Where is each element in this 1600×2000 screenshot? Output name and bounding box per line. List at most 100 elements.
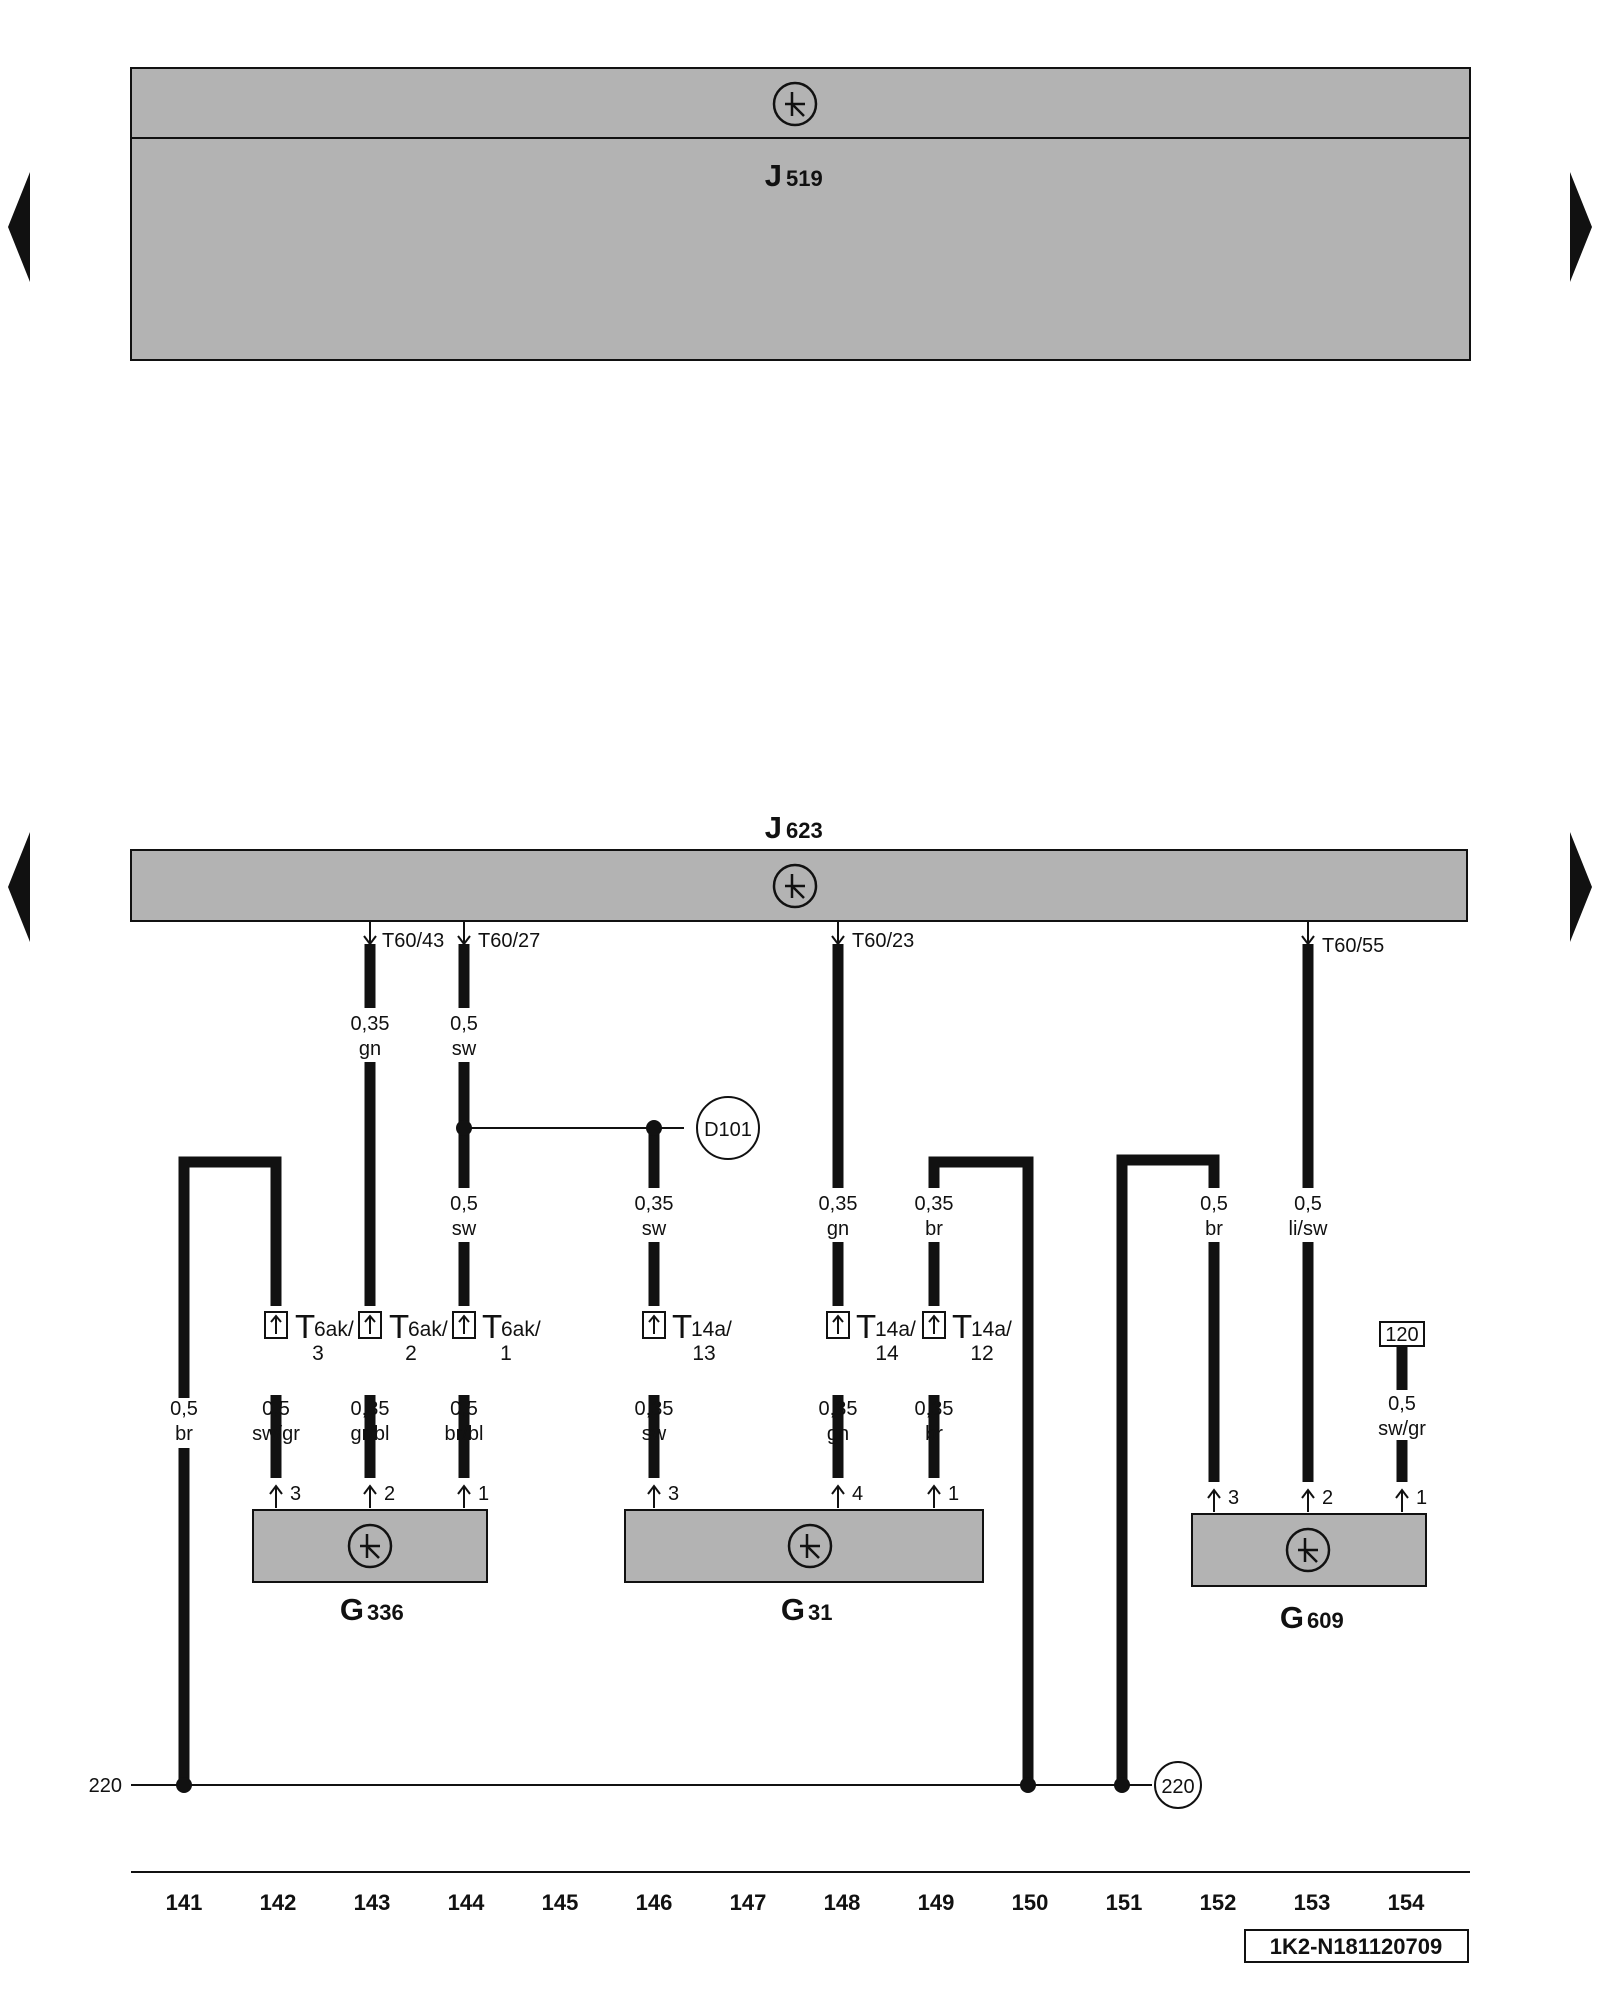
conn-t14a-14-pin: 14 <box>875 1342 899 1365</box>
wire-148-low-size: 0,35 <box>819 1398 858 1420</box>
conn-t6ak-2-pin: 2 <box>405 1342 417 1365</box>
column-number: 143 <box>354 1890 391 1915</box>
wire-143-low-color: gr/bl <box>351 1423 390 1445</box>
wire-154-low-size: 0,5 <box>1388 1393 1416 1415</box>
sensor-icon <box>347 1523 393 1569</box>
conn-t6ak-3-name: 6ak/ <box>314 1318 354 1341</box>
column-number: 141 <box>166 1890 203 1915</box>
pin-t60-27: T60/27 <box>478 930 540 952</box>
column-number: 145 <box>542 1890 579 1915</box>
g31-pin-4: 4 <box>852 1483 863 1505</box>
diagram-id: 1K2-N181120709 <box>1270 1934 1442 1959</box>
column-number: 152 <box>1200 1890 1237 1915</box>
column-number: 144 <box>448 1890 485 1915</box>
column-number: 142 <box>260 1890 297 1915</box>
conn-t14a-12-pin: 12 <box>970 1342 993 1365</box>
prev-page-arrow-top[interactable] <box>8 172 30 282</box>
conn-t14a-14-prefix: T <box>856 1308 876 1345</box>
wire-144-mid-color: sw <box>452 1218 477 1240</box>
j519-label: J <box>765 158 782 193</box>
wire-labels: 0,35 gn 0,5 sw 0,5 sw 0,35 sw 0,35 gn 0,… <box>170 1013 1426 1445</box>
conn-t6ak-2-prefix: T <box>389 1308 409 1345</box>
g609-label: G <box>1280 1600 1304 1635</box>
pin-t60-23: T60/23 <box>852 930 914 952</box>
wire-144-mid-size: 0,5 <box>450 1193 478 1215</box>
conn-t6ak-3-pin: 3 <box>312 1342 324 1365</box>
g609-pin-1: 1 <box>1416 1487 1427 1509</box>
wire-144-top-size: 0,5 <box>450 1013 478 1035</box>
wire-148-mid-size: 0,35 <box>819 1193 858 1215</box>
conn-t14a-12-name: 14a/ <box>971 1318 1012 1341</box>
g336-pin-1: 1 <box>478 1483 489 1505</box>
conn-t6ak-1-name: 6ak/ <box>501 1318 541 1341</box>
conn-t6ak-3-prefix: T <box>295 1308 315 1345</box>
inline-connectors: T 6ak/ 3 T 6ak/ 2 T 6ak/ 1 T 14a/ 13 T 1… <box>264 1308 1012 1365</box>
column-number: 151 <box>1106 1890 1143 1915</box>
wire-142-low-size: 0,5 <box>262 1398 290 1420</box>
wire-148-low-color: gn <box>827 1423 849 1445</box>
wire-144-low-color: br/bl <box>445 1423 484 1445</box>
column-number: 149 <box>918 1890 955 1915</box>
g31-pin-1: 1 <box>948 1483 959 1505</box>
j623-control-unit: J 623 <box>130 810 1468 922</box>
g609-pin-2: 2 <box>1322 1487 1333 1509</box>
wire-153-mid-color: li/sw <box>1289 1218 1328 1240</box>
ground-bus-220: 220 220 <box>89 1761 1202 1809</box>
g336-pin-2: 2 <box>384 1483 395 1505</box>
conn-t14a-14-name: 14a/ <box>875 1318 916 1341</box>
ref-box-120-label: 120 <box>1385 1324 1418 1346</box>
g31-number: 31 <box>808 1600 832 1625</box>
conn-t14a-13-prefix: T <box>672 1308 692 1345</box>
ecu-pins: T60/43 T60/27 T60/23 T60/55 <box>363 922 1384 957</box>
wire-146-low-size: 0,35 <box>635 1398 674 1420</box>
conn-t6ak-1-pin: 1 <box>500 1342 512 1365</box>
wire-149-mid-color: br <box>925 1218 943 1240</box>
g609-pin-3: 3 <box>1228 1487 1239 1509</box>
g609-sensor: G 609 <box>1191 1513 1427 1635</box>
wire-141-low-color: br <box>175 1423 193 1445</box>
wires <box>178 944 1408 1785</box>
diagram-id-box: 1K2-N181120709 <box>1244 1929 1469 1963</box>
conn-t14a-12-prefix: T <box>952 1308 972 1345</box>
conn-t6ak-2-name: 6ak/ <box>408 1318 448 1341</box>
conn-t6ak-1-prefix: T <box>482 1308 502 1345</box>
g31-sensor: G 31 <box>624 1509 984 1627</box>
ground-ref-220-left: 220 <box>89 1775 122 1797</box>
wire-153-mid-size: 0,5 <box>1294 1193 1322 1215</box>
g336-pin-3: 3 <box>290 1483 301 1505</box>
wire-143-top-color: gn <box>359 1038 381 1060</box>
pin-t60-43: T60/43 <box>382 930 444 952</box>
wire-144-top-color: sw <box>452 1038 477 1060</box>
g336-number: 336 <box>367 1600 404 1625</box>
next-page-arrow-bottom[interactable] <box>1570 832 1592 942</box>
wire-152-mid-size: 0,5 <box>1200 1193 1228 1215</box>
column-number: 146 <box>636 1890 673 1915</box>
next-page-arrow-top[interactable] <box>1570 172 1592 282</box>
column-number: 153 <box>1294 1890 1331 1915</box>
j623-label: J <box>765 810 782 845</box>
wire-146-mid-color: sw <box>642 1218 667 1240</box>
sensor-icon <box>787 1523 833 1569</box>
component-pin-arrows: 3 2 1 3 4 1 3 2 1 <box>269 1483 1427 1512</box>
control-unit-icon <box>772 863 818 909</box>
prev-page-arrow-bottom[interactable] <box>8 832 30 942</box>
g336-sensor: G 336 <box>252 1509 488 1627</box>
wire-144-low-size: 0,5 <box>450 1398 478 1420</box>
wire-146-low-color: sw <box>642 1423 667 1445</box>
wire-149-low-color: br <box>925 1423 943 1445</box>
wire-154-low-color: sw/gr <box>1378 1418 1426 1440</box>
wire-148-mid-color: gn <box>827 1218 849 1240</box>
column-number: 150 <box>1012 1890 1049 1915</box>
ref-box-120: 120 <box>1379 1321 1425 1347</box>
column-number: 154 <box>1388 1890 1425 1915</box>
d101-junction: D101 <box>456 1096 760 1160</box>
wire-143-top-size: 0,35 <box>351 1013 390 1035</box>
sensor-icon <box>1285 1527 1331 1573</box>
wire-149-mid-size: 0,35 <box>915 1193 954 1215</box>
wire-141-low-size: 0,5 <box>170 1398 198 1420</box>
ground-ref-220: 220 <box>1161 1776 1194 1798</box>
conn-t14a-13-name: 14a/ <box>691 1318 732 1341</box>
j519-number: 519 <box>786 166 823 191</box>
